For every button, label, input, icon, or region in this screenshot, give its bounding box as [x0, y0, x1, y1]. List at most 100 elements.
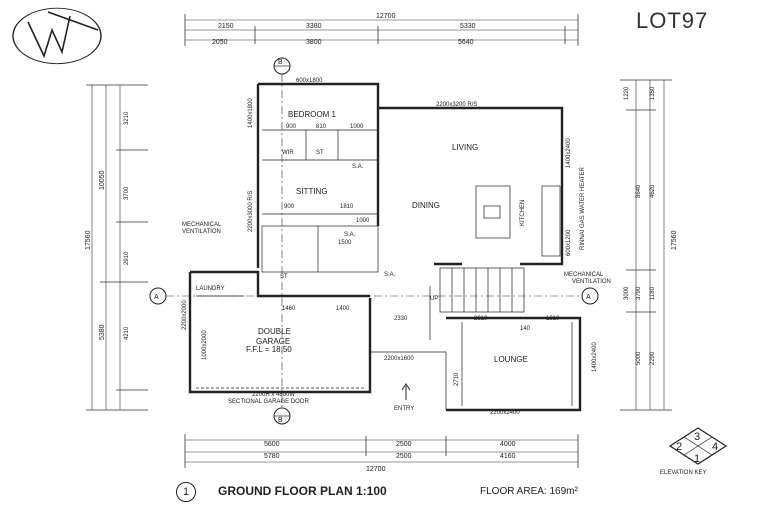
section-b-top: B	[278, 59, 283, 66]
dim-top-1b: 3380	[306, 23, 322, 30]
dim-bottom-overall: 12700	[366, 466, 386, 473]
elev-key-1: 1	[694, 453, 700, 465]
label-ffl: F.F.L = 18.50	[246, 345, 292, 354]
label-mech-left-1: MECHANICAL	[182, 222, 222, 228]
note-kitchen-window: 1400x2400	[566, 138, 572, 168]
label-up: UP	[430, 296, 438, 302]
dim-top-1c: 5330	[460, 23, 476, 30]
label-sitting: SITTING	[296, 187, 328, 196]
note-140: 140	[520, 326, 531, 332]
right-dimensions: 17560 8640 3790 5000 1350 1220 4620 1180…	[620, 79, 678, 411]
walls	[188, 82, 582, 412]
plan-number-badge: 1	[176, 482, 196, 502]
note-dining-side: 600x1200	[566, 229, 572, 256]
note-sitting-window: 2200x3000 R/S	[248, 191, 254, 232]
note-bed-window: 600x1800	[296, 78, 323, 84]
dim-bottom-2a: 5780	[264, 453, 280, 460]
label-sa-top: S.A.	[352, 164, 364, 170]
label-garage-2: GARAGE	[256, 337, 290, 346]
label-rinnai: RINNAI GAS WATER HEATER	[580, 166, 586, 250]
top-dimensions: 12700 2150 3380 5330 2050 3800 5640	[184, 13, 579, 46]
dim-top-1a: 2150	[218, 23, 234, 30]
label-entry: ENTRY	[394, 406, 414, 412]
label-wir: WIR	[282, 150, 294, 156]
dim-right-inner-c: 5000	[636, 351, 642, 365]
section-markers: B B A A	[149, 57, 599, 425]
note-1400: 1400	[336, 306, 350, 312]
label-mech-right-1: MECHANICAL	[564, 272, 604, 278]
dim-top-overall: 12700	[376, 13, 396, 20]
dim-top-2c: 5640	[458, 39, 474, 46]
dim-top-2a: 2050	[212, 39, 228, 46]
dim-top-2b: 3800	[306, 39, 322, 46]
note-2710: 2710	[454, 372, 460, 386]
label-garage-door-2: SECTIONAL GARAGE DOOR	[228, 399, 309, 405]
note-living-window: 2200x3200 R/S	[436, 102, 477, 108]
note-2330: 2330	[394, 316, 408, 322]
note-1500: 1500	[338, 240, 352, 246]
floor-area: FLOOR AREA: 169m²	[480, 486, 578, 497]
plan-title: GROUND FLOOR PLAN 1:100	[218, 484, 387, 498]
note-garage-side: 2200x2000	[182, 300, 188, 330]
note-810: 810	[316, 124, 327, 130]
note-bed-side: 1400x1800	[248, 98, 254, 128]
label-sa-mid: S.A.	[344, 232, 356, 238]
label-mech-left-2: VENTILATION	[182, 229, 221, 235]
dim-bottom-1b: 2500	[396, 441, 412, 448]
note-2810: 2810	[474, 316, 488, 322]
label-sa-low: S.A.	[384, 272, 396, 278]
section-a-left: A	[154, 294, 159, 301]
note-900b: 900	[284, 204, 295, 210]
elev-key-4: 4	[712, 441, 718, 453]
dim-right-part-a: 1350	[650, 86, 656, 100]
section-b-bottom: B	[278, 417, 283, 424]
dim-left-part-d: 4210	[124, 326, 130, 340]
elevation-key-label: ELEVATION KEY	[660, 470, 706, 476]
note-porch: 2200x1600	[384, 356, 414, 362]
dim-left-inner-b: 5380	[99, 324, 106, 340]
label-garage-1: DOUBLE	[258, 327, 291, 336]
dim-bottom-2c: 4160	[500, 453, 516, 460]
dim-left-part-a: 3210	[124, 111, 130, 125]
label-bedroom: BEDROOM 1	[288, 110, 337, 119]
note-1310: 1310	[546, 316, 560, 322]
dim-left-overall: 17560	[85, 230, 92, 250]
room-labels: BEDROOM 1 WIR ST S.A. SITTING LIVING DIN…	[182, 110, 611, 412]
note-1000: 1000	[350, 124, 364, 130]
lot-number: LOT97	[636, 8, 709, 33]
dim-left-part-c: 2910	[124, 251, 130, 265]
note-small-door: 1000x2000	[202, 330, 208, 360]
label-mech-right-2: VENTILATION	[572, 279, 611, 285]
note-1810: 1810	[340, 204, 354, 210]
label-kitchen: KITCHEN	[520, 200, 526, 226]
bottom-dimensions: 5600 2500 4000 5780 2500 4160 12700	[184, 434, 579, 473]
note-1000b: 1000	[356, 218, 370, 224]
dim-right-part-e: 2290	[650, 351, 656, 365]
label-st-top: ST	[316, 150, 324, 156]
label-dining: DINING	[412, 201, 440, 210]
dim-right-part-b: 1220	[624, 86, 630, 100]
window-notes: 600x1800 2200x3200 R/S 1400x2400 2200x30…	[182, 78, 598, 416]
dim-right-part-d: 1180	[650, 286, 656, 300]
section-a-right: A	[586, 294, 591, 301]
dim-left-inner-a: 10050	[99, 170, 106, 190]
label-living: LIVING	[452, 143, 478, 152]
elevation-key: 3 2 4 1 ELEVATION KEY	[660, 427, 728, 476]
label-laundry: LAUNDRY	[196, 286, 225, 292]
dim-right-inner-b: 3790	[636, 286, 642, 300]
elev-key-2: 2	[676, 441, 682, 453]
north-arrow-logo	[12, 7, 102, 65]
note-lounge-side: 1400x2400	[592, 342, 598, 372]
note-1460: 1460	[282, 306, 296, 312]
dim-bottom-1a: 5600	[264, 441, 280, 448]
note-lounge-window: 2200x2400	[490, 410, 520, 416]
dim-right-inner-a: 8640	[636, 184, 642, 198]
dim-right-overall: 17560	[671, 230, 678, 250]
dim-bottom-1c: 4000	[500, 441, 516, 448]
dim-right-part-f: 3000	[624, 286, 630, 300]
label-garage-door-1: 2200H x 4800W	[252, 392, 295, 398]
entry-arrow-icon	[401, 383, 411, 400]
note-900a: 900	[286, 124, 297, 130]
label-lounge: LOUNGE	[494, 355, 528, 364]
